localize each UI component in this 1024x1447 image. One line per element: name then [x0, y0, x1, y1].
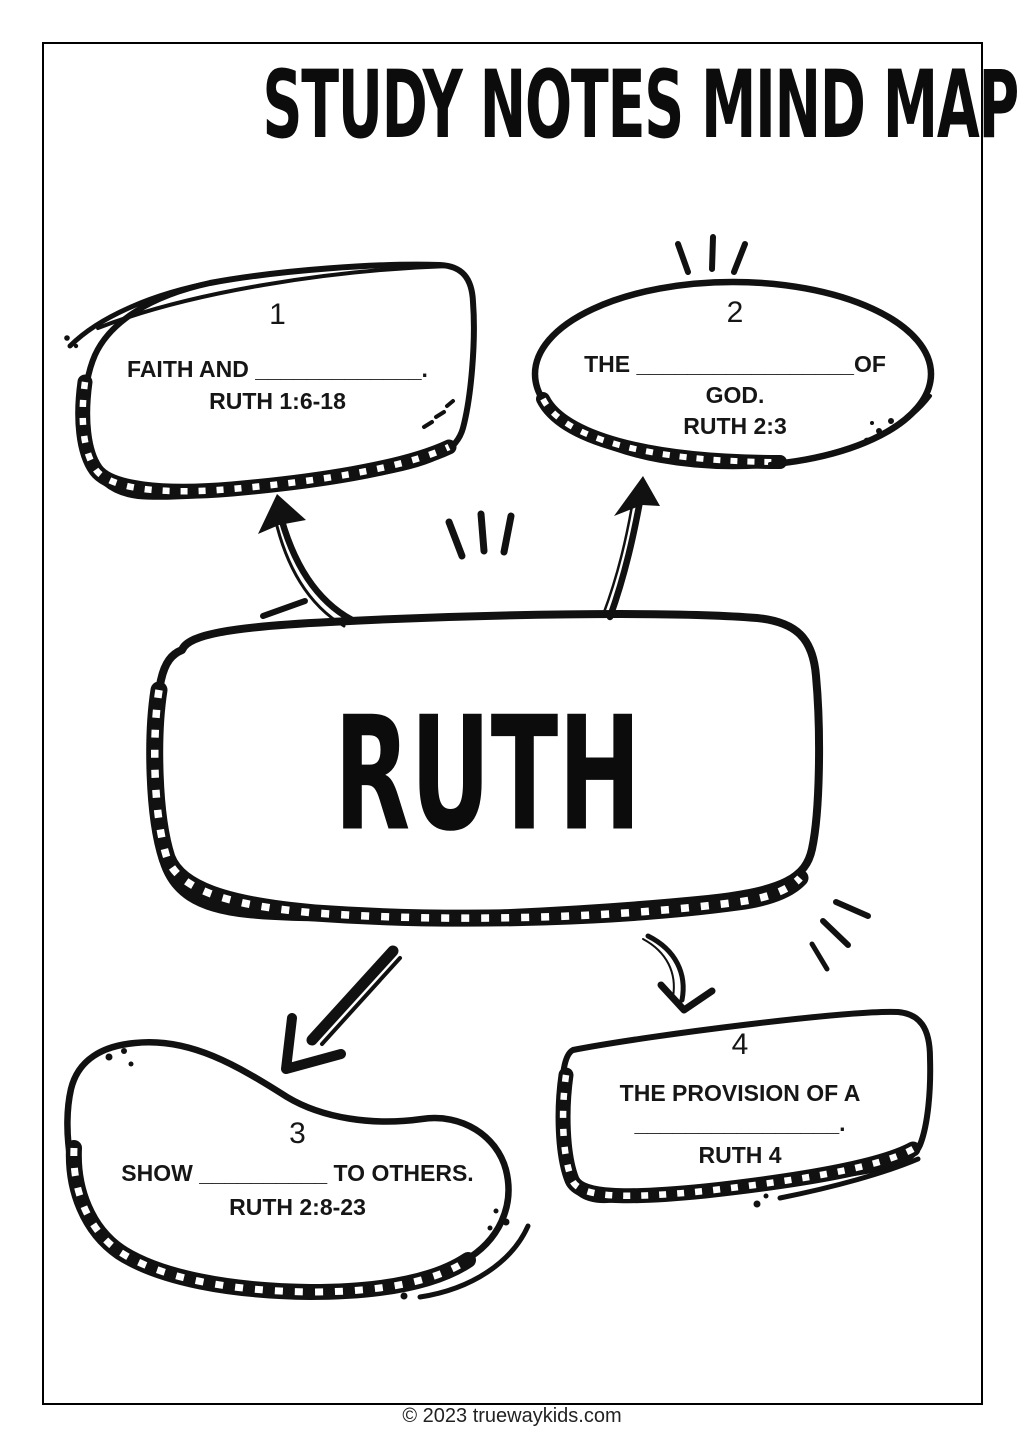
page-title: STUDY NOTES MIND MAP [262, 51, 1020, 160]
arrow-1-tail-flick [260, 598, 308, 619]
center-node-label: RUTH [334, 683, 642, 867]
bubble-1-dash-marks [422, 399, 455, 429]
bubble-3-hatch-ticks [70, 1147, 470, 1296]
bubble-3-dot [493, 1208, 499, 1214]
bubble-4-hatch-ticks [559, 1074, 915, 1200]
copyright-footer: © 2023 truewaykids.com [402, 1405, 622, 1427]
bubble-3-shape [64, 1038, 531, 1300]
bubble-4-dot [763, 1193, 769, 1199]
bubble-2-shape [531, 234, 935, 470]
arrow-3-shaft [306, 945, 399, 1046]
bubble-3-accent-line [417, 1223, 531, 1300]
arrow-4-shaft-restroke [642, 938, 675, 998]
bubble-1-number: 1 [269, 298, 286, 331]
arrow-4-shaft [645, 933, 686, 1003]
bubble-4-dot [753, 1200, 761, 1208]
bubble-3-dot [487, 1225, 493, 1231]
bubble-4-fill [561, 1011, 931, 1201]
bubble-2-number: 2 [726, 296, 744, 329]
bubble-1-dot [64, 335, 70, 341]
bubble-3-fill [67, 1042, 509, 1292]
arrow-2-head [614, 476, 660, 516]
bubble-2-line-1: THE _________________OF [584, 351, 886, 377]
arrow-1-head [258, 494, 306, 534]
center-node: RUTH [152, 696, 824, 854]
arrow-3-shaft-restroke [320, 956, 402, 1046]
bubble-2-line-3: RUTH 2:3 [683, 413, 787, 439]
bubble-1-shape [64, 261, 477, 500]
bubble-1-hatch-band [75, 374, 457, 499]
bubble-3-dot [389, 1288, 395, 1294]
center-node-hatch-ticks [151, 689, 803, 922]
bubble-3-dot [502, 1218, 510, 1226]
page-border-frame [42, 42, 983, 1405]
arrow-to-bubble-1 [258, 494, 356, 628]
arrow-1-shaft-restroke [273, 516, 346, 628]
arrow-to-bubble-4 [642, 933, 716, 1014]
bubble-4-shape [555, 1008, 934, 1208]
bubble-3-number: 3 [289, 1117, 306, 1150]
sparkle-above-bubble-2 [675, 234, 748, 275]
bubble-1-fill [83, 264, 474, 497]
bubble-3-dot [400, 1292, 408, 1300]
page-title-row: STUDY NOTES MIND MAP [0, 58, 1024, 154]
arrow-to-bubble-3 [281, 945, 402, 1074]
bubble-3-line-1: SHOW __________ TO OTHERS. [121, 1160, 474, 1186]
bubble-1-accent-swoosh-outer [67, 279, 218, 349]
bubble-4-number: 4 [731, 1028, 749, 1061]
sparkle-above-center [445, 510, 515, 560]
center-node-fill [155, 614, 820, 918]
bubble-2-line-2: GOD. [705, 382, 765, 408]
bubble-4-accent-line [777, 1156, 921, 1201]
arrow-1-shaft [275, 506, 356, 624]
bubble-1-dot [73, 343, 79, 349]
bubble-3-line-2: RUTH 2:8-23 [229, 1194, 366, 1220]
bubble-3-dot [128, 1061, 134, 1067]
bubble-4-line-3: RUTH 4 [698, 1142, 782, 1168]
arrow-4-head [657, 981, 716, 1014]
bubble-3-dot [105, 1053, 113, 1061]
bubble-2-dot [888, 418, 894, 424]
bubble-2-hatch-ticks [540, 397, 781, 465]
bubble-4-line-1: THE PROVISION OF A [619, 1080, 861, 1106]
arrow-3-head [281, 1013, 346, 1074]
bubble-2-dot [870, 421, 874, 425]
bubble-2-dot [863, 437, 871, 445]
sparkle-below-center [809, 899, 871, 972]
bubble-3-dot [121, 1048, 127, 1054]
bubble-1-accent-swoosh-inner [96, 264, 451, 330]
bubble-4-line-2: ________________. [634, 1110, 846, 1136]
bubble-2-dot [876, 428, 882, 434]
center-node-shape [146, 610, 824, 927]
bubble-2-fill [535, 282, 931, 466]
arrow-to-bubble-2 [601, 476, 660, 621]
bubble-1-line-2: RUTH 1:6-18 [209, 388, 346, 414]
bubble-1-line-1: FAITH AND _____________. [127, 356, 428, 382]
bubble-2-accent-line [768, 394, 932, 466]
